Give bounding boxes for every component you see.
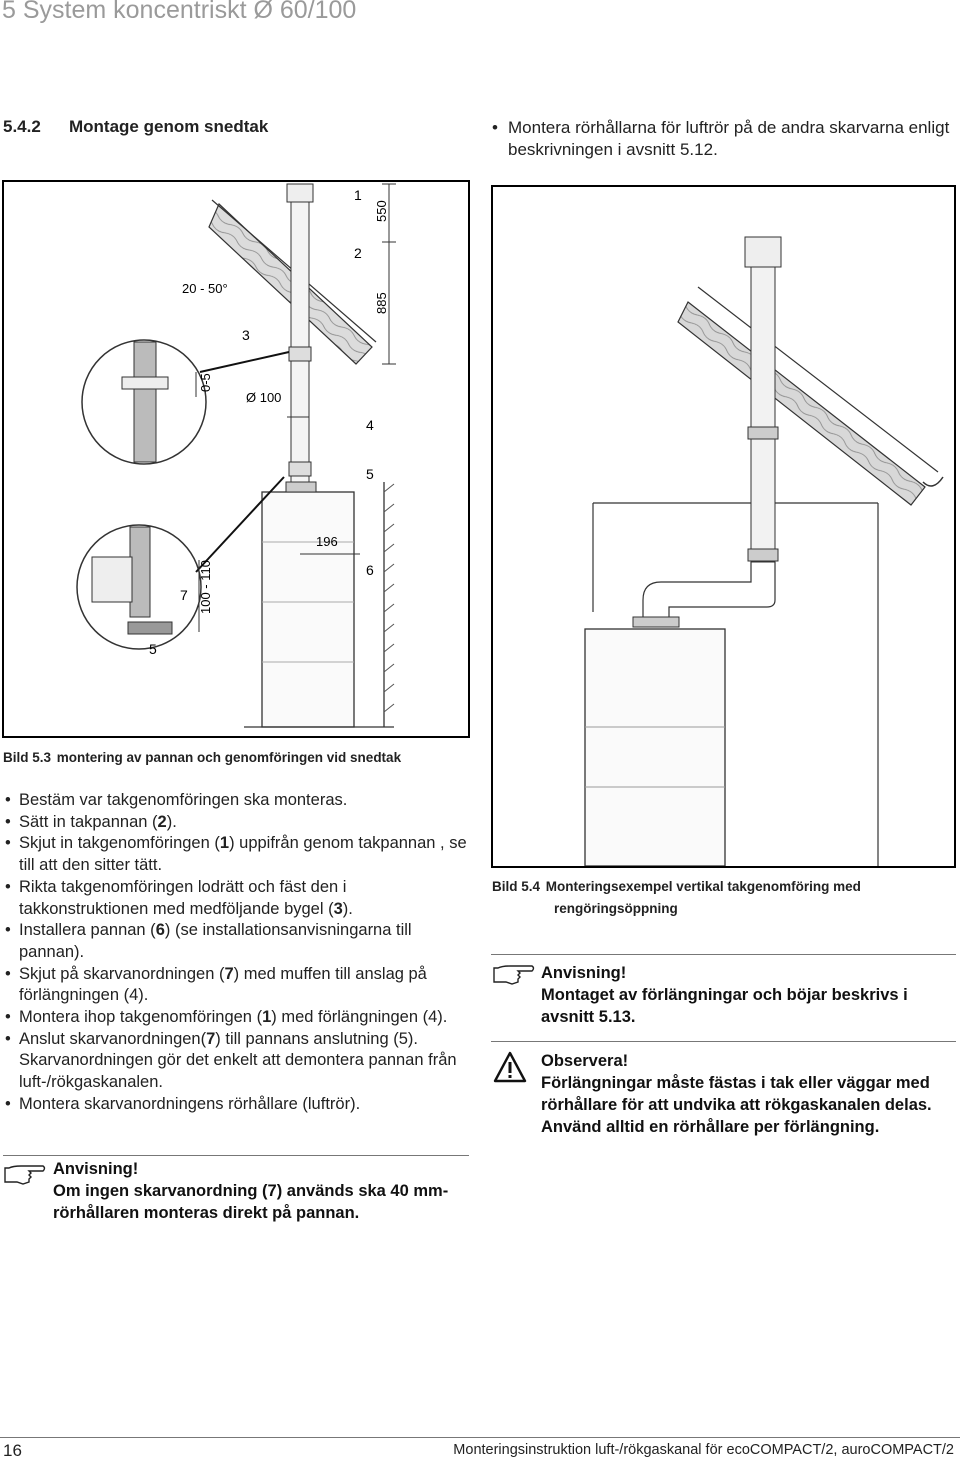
label-885: 885 [374, 292, 389, 314]
label-1: 1 [354, 187, 362, 203]
label-0-5: 0-5 [198, 373, 213, 392]
footer-rule [0, 1437, 960, 1438]
label-196: 196 [316, 534, 338, 549]
pointing-hand-icon [493, 965, 535, 985]
label-2: 2 [354, 245, 362, 261]
list-item: •Montera ihop takgenomföringen (1) med f… [5, 1008, 448, 1027]
warning-text: Förlängningar måste fästas i tak eller v… [541, 1074, 932, 1136]
note-left: Anvisning! Om ingen skarvanordning (7) a… [53, 1158, 468, 1224]
figure-left-caption: Bild 5.3 montering av pannan och genomfö… [3, 750, 402, 765]
figure-right-caption-line2: rengöringsöppning [554, 901, 678, 916]
list-item: •Installera pannan (6) (se installations… [5, 921, 412, 961]
pointing-hand-icon [4, 1165, 46, 1185]
label-4: 4 [366, 417, 374, 433]
label-d100: Ø 100 [246, 390, 281, 405]
list-item: •Bestäm var takgenomföringen ska montera… [5, 791, 348, 809]
label-angle: 20 - 50° [182, 281, 228, 296]
intro-bullet: •Montera rörhållarna för luftrör på de a… [492, 118, 950, 159]
label-5: 5 [366, 466, 374, 482]
vertical-roof-penetration-diagram [584, 236, 944, 866]
list-item: •Rikta takgenomföringen lodrätt och fäst… [5, 877, 353, 918]
note-right-title: Anvisning! [541, 964, 627, 982]
list-item: •Skjut på skarvanordningen (7) med muffe… [5, 964, 427, 1005]
section-number: 5.4.2 [3, 117, 41, 136]
section-title: Montage genom snedtak [69, 117, 269, 136]
note-right-rule [491, 954, 956, 955]
page-number: 16 [3, 1441, 22, 1460]
figure-left-frame: 1 550 2 885 20 - 50° 3 0-5 Ø 100 4 5 196… [2, 180, 470, 738]
roof-penetration-diagram: 1 550 2 885 20 - 50° 3 0-5 Ø 100 4 5 196… [76, 183, 396, 728]
label-7: 7 [180, 587, 188, 603]
list-item: •Skjut in takgenomföringen (1) uppifrån … [5, 834, 467, 875]
label-5-detail: 5 [149, 641, 157, 657]
note-left-title: Anvisning! [53, 1160, 139, 1178]
list-item: •Sätt in takpannan (2). [5, 812, 177, 831]
warning-triangle-icon [493, 1051, 527, 1083]
chapter-title: 5 System koncentriskt Ø 60/100 [2, 0, 357, 24]
warning-title: Observera! [541, 1052, 629, 1070]
warning-rule [491, 1041, 956, 1042]
footer-text: Monteringsinstruktion luft-/rökgaskanal … [453, 1442, 954, 1458]
note-left-text: Om ingen skarvanordning (7) används ska … [53, 1182, 449, 1222]
list-item: •Montera skarvanordningens rörhållare (l… [5, 1094, 361, 1113]
list-item: •Anslut skarvanordningen(7) till pannans… [5, 1029, 457, 1092]
warning-note: Observera! Förlängningar måste fästas i … [541, 1050, 956, 1138]
note-right-text: Montaget av förlängningar och böjar besk… [541, 986, 908, 1026]
steps-list: •Bestäm var takgenomföringen ska montera… [3, 790, 471, 1116]
label-100-110: 100 - 110 [198, 560, 213, 614]
label-550: 550 [374, 200, 389, 222]
figure-right-caption: Bild 5.4 Monteringsexempel vertikal takg… [492, 879, 861, 894]
label-3: 3 [242, 327, 250, 343]
note-left-rule [3, 1155, 469, 1156]
figure-right-frame [491, 185, 956, 868]
note-right: Anvisning! Montaget av förlängningar och… [541, 962, 956, 1028]
label-6: 6 [366, 562, 374, 578]
